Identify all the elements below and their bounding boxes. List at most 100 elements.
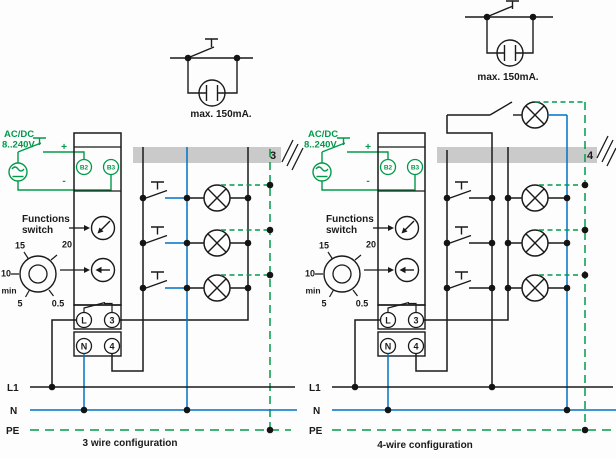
junction-dot <box>244 194 252 202</box>
junction-dot <box>183 194 191 202</box>
plus-label: + <box>61 142 67 153</box>
conduit-count-label: 3 <box>270 150 276 162</box>
glow-lamp-electrodes-icon <box>205 85 219 101</box>
knob-scale-10: 10 <box>1 269 11 279</box>
junction-dot <box>488 284 496 292</box>
right-wiring <box>354 102 586 430</box>
knob-tick <box>11 251 58 298</box>
push-button-blade-icon <box>449 234 472 244</box>
knob-tick <box>315 251 362 298</box>
terminal-n-label: N <box>385 342 392 352</box>
terminal-4-label: 4 <box>109 342 114 352</box>
push-button-blade-icon <box>488 5 514 17</box>
junction-dot <box>48 383 56 391</box>
push-button-handle-icon <box>455 226 468 235</box>
junction-dot <box>266 181 274 189</box>
pointer-arrow-head <box>388 267 394 273</box>
supply-voltage-label: 8..240V <box>2 140 35 151</box>
rotary-knob: 15 20 10 min 5 0.5 <box>1 240 72 309</box>
functions-switch-label: Functions <box>22 214 70 225</box>
bus-pe-label: PE <box>309 426 323 437</box>
push-button-blade-icon <box>145 279 168 289</box>
conduit-count-label: 4 <box>587 150 594 162</box>
minus-label: - <box>62 176 65 187</box>
ac-wave-icon <box>11 166 25 172</box>
wire-l <box>354 319 381 387</box>
bus-n-label: N <box>10 406 17 417</box>
right-circuit-rows <box>443 181 589 302</box>
rotary-knob: 15 20 10 min 5 0.5 <box>305 240 376 309</box>
right-caption: 4-wire configuration <box>377 440 473 451</box>
lamp-icon <box>521 229 549 257</box>
function-dial-pointer-head <box>401 227 408 234</box>
junction-dot <box>139 284 147 292</box>
junction-dot <box>581 226 589 234</box>
lamp-icon <box>203 184 231 212</box>
junction-dot <box>504 194 512 202</box>
glow-lamp-icon <box>198 79 226 107</box>
push-button-handle-icon <box>151 271 164 280</box>
junction-dot <box>384 406 392 414</box>
junction-dot <box>504 239 512 247</box>
push-button-blade-icon <box>145 189 168 199</box>
knob-scale-20: 20 <box>366 240 376 250</box>
timer-device: B2 B3 Functions switch 15 20 10 min 5 0.… <box>1 132 122 357</box>
junction-dot <box>504 284 512 292</box>
bus-n-label: N <box>313 406 320 417</box>
knob-outer <box>19 255 57 293</box>
left-caption: 3 wire configuration <box>82 438 177 449</box>
junction-dot <box>581 181 589 189</box>
illuminated-pushbutton-annotation <box>465 0 553 67</box>
junction-dot <box>563 194 571 202</box>
bus-pe-label: PE <box>6 426 20 437</box>
function-dial-pointer <box>100 220 111 231</box>
wire-terminal3-lamp-riser <box>119 147 249 321</box>
device-section-divider <box>378 146 425 192</box>
illuminated-pushbutton-annotation <box>170 38 253 107</box>
knob-scale-5: 5 <box>321 299 326 309</box>
functions-switch-label2: switch <box>326 225 357 236</box>
junction-dot <box>244 284 252 292</box>
wire <box>321 175 416 191</box>
push-button-handle-icon <box>506 0 519 9</box>
junction-dot <box>244 239 252 247</box>
wire-terminal4-button-riser <box>111 147 144 372</box>
time-dial-pointer-head <box>399 266 406 274</box>
lamp-icon <box>521 101 549 129</box>
junction-dot <box>266 271 274 279</box>
knob-scale-15: 15 <box>15 241 25 251</box>
junction-dot <box>139 239 147 247</box>
junction-dot <box>184 54 192 62</box>
function-dial-pointer-head <box>97 227 104 234</box>
supply-type-label: AC/DC <box>308 129 338 140</box>
knob-scale-20: 20 <box>62 240 72 250</box>
knob-scale-15: 15 <box>319 241 329 251</box>
knob-scale-05: 0.5 <box>52 299 65 309</box>
junction-dot <box>483 13 491 21</box>
push-button-blade-icon <box>449 189 472 199</box>
supply-type-label: AC/DC <box>4 129 34 140</box>
junction-dot <box>266 426 274 434</box>
ac-dc-source-icon <box>8 162 28 182</box>
push-button-blade-icon <box>17 142 42 153</box>
switch-blade-icon <box>489 101 513 116</box>
glow-lamp-electrodes-icon <box>503 45 517 61</box>
wire <box>347 151 389 159</box>
junction-dot <box>563 406 571 414</box>
lamp-icon <box>521 274 549 302</box>
push-button-handle-icon <box>33 137 46 145</box>
pointer-arrow-head <box>84 225 90 231</box>
junction-dot <box>351 383 359 391</box>
junction-dot <box>183 284 191 292</box>
junction-dot <box>139 194 147 202</box>
terminal-box-n4 <box>377 331 426 357</box>
junction-dot <box>488 239 496 247</box>
functions-switch-label: Functions <box>326 214 374 225</box>
terminal-b3-label: B3 <box>411 165 420 172</box>
knob-scale-min: min <box>305 286 320 296</box>
timer-device: B2 B3 Functions switch 15 20 10 min 5 0.… <box>305 132 426 357</box>
terminal-b2 <box>75 158 93 176</box>
terminal-b3 <box>406 158 424 176</box>
junction-dot <box>233 54 241 62</box>
